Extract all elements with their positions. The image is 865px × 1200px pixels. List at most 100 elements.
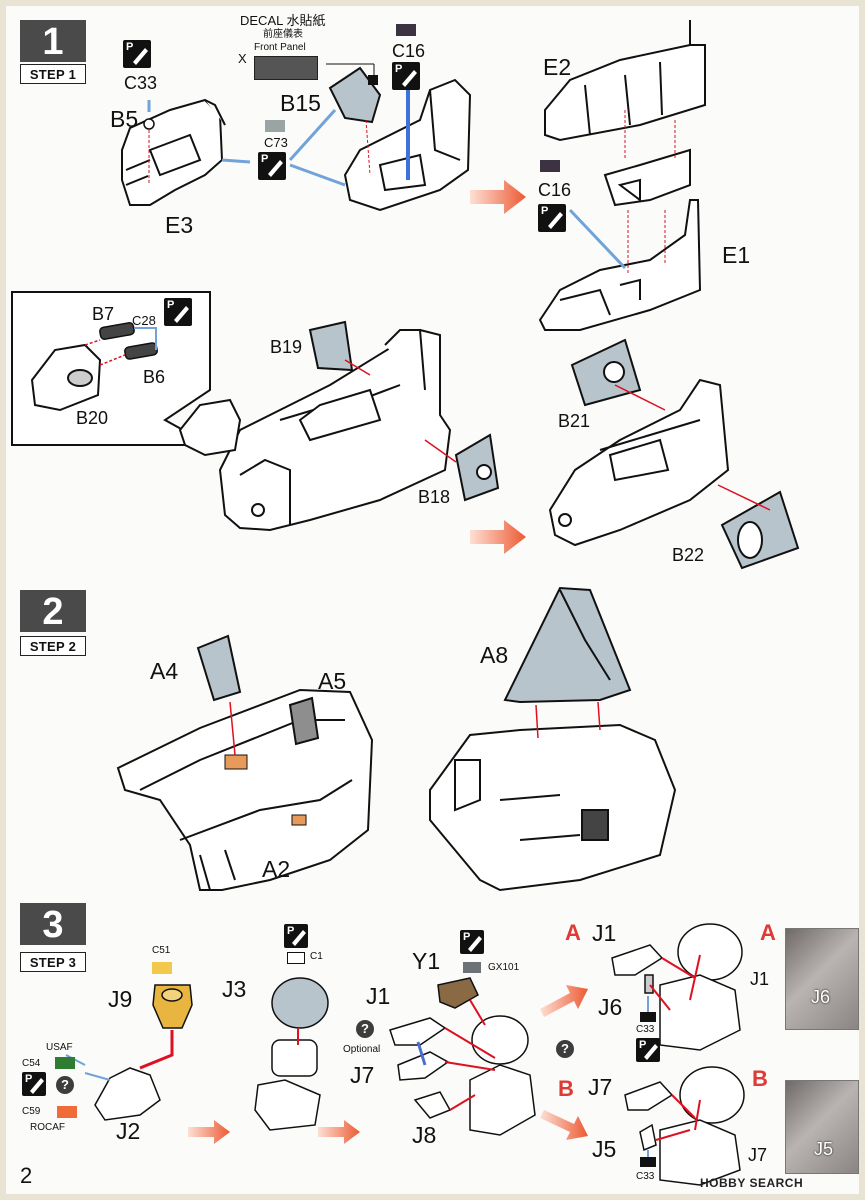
flow-arrow-variant-b	[540, 1110, 588, 1140]
paint-icon-c16-top: P	[392, 62, 420, 90]
label-y1: Y1	[412, 948, 441, 974]
front-panel-decal	[254, 56, 318, 80]
label-b20: B20	[76, 408, 109, 428]
decal-title: DECAL 水貼紙	[240, 13, 326, 28]
instruction-page	[6, 6, 859, 1194]
swatch-c59	[57, 1106, 77, 1118]
paint-icon-j2: P	[22, 1072, 46, 1096]
label-j1: J1	[366, 983, 391, 1009]
decal-name: Front Panel	[254, 42, 306, 53]
label-j1-variant-a: J1	[592, 920, 617, 946]
variant-b-marker: B	[558, 1076, 574, 1101]
label-j7: J7	[350, 1062, 375, 1088]
step-2-number: 2	[20, 590, 86, 633]
paint-icon-gx101: P	[460, 930, 484, 954]
decal-x-marker: X	[238, 51, 247, 66]
step-2-label: STEP 2	[20, 636, 86, 656]
paint-icon-c16-side: P	[538, 204, 566, 232]
brush-icon	[644, 1044, 658, 1060]
label-j2: J2	[116, 1118, 141, 1144]
optional-icon-variants: ?	[556, 1040, 574, 1058]
label-b15: B15	[280, 90, 321, 116]
label-c16-top: C16	[392, 41, 426, 61]
label-j7-variant-b: J7	[588, 1074, 613, 1100]
label-optional: Optional	[343, 1044, 381, 1055]
label-b18: B18	[418, 487, 451, 507]
paint-marker: P	[463, 931, 471, 943]
label-b22: B22	[672, 545, 705, 565]
flow-arrow-3	[188, 1120, 230, 1144]
label-c33-variant-b: C33	[636, 1171, 655, 1182]
label-j8: J8	[412, 1122, 437, 1148]
paint-marker: P	[126, 41, 134, 53]
label-b19: B19	[270, 337, 303, 357]
variant-a-marker: A	[565, 920, 581, 945]
brush-icon	[402, 70, 417, 87]
flow-arrow-4	[318, 1120, 360, 1144]
label-c59: C59	[22, 1106, 41, 1117]
label-j3: J3	[222, 976, 247, 1002]
paint-marker: P	[541, 205, 549, 217]
swatch-c73	[265, 120, 285, 132]
label-c33: C33	[124, 73, 158, 93]
paint-icon-c1: P	[284, 924, 308, 948]
brush-icon	[268, 160, 283, 177]
step-3-label: STEP 3	[20, 952, 86, 972]
paint-marker: P	[25, 1073, 33, 1085]
optional-icon-j2: ?	[56, 1076, 74, 1094]
label-c33-variant-a: C33	[636, 1024, 655, 1035]
brush-icon	[548, 212, 563, 229]
paint-icon-c28: P	[164, 298, 192, 326]
brush-icon	[292, 930, 306, 946]
swatch-c16-side	[540, 160, 560, 172]
flow-arrow-1	[470, 180, 526, 214]
optional-icon-j1: ?	[356, 1020, 374, 1038]
paint-marker: P	[639, 1039, 647, 1051]
label-e3: E3	[165, 212, 194, 238]
flow-arrow-variant-a	[540, 985, 588, 1017]
label-gx101: GX101	[488, 962, 520, 973]
step-3-number: 3	[20, 903, 86, 946]
photo-label-j7: J7	[748, 1145, 768, 1165]
swatch-c51	[152, 962, 172, 974]
reference-photo-variant-b: J5	[785, 1080, 859, 1174]
label-c54: C54	[22, 1058, 41, 1069]
label-b7: B7	[92, 304, 115, 324]
label-a4: A4	[150, 658, 179, 684]
label-a5: A5	[318, 668, 347, 694]
photo-variant-a-marker: A	[760, 920, 776, 945]
flow-arrow-2	[470, 520, 526, 554]
decal-subtitle: 前座儀表	[263, 29, 303, 40]
watermark: HOBBY SEARCH	[700, 1176, 804, 1190]
photo-variant-b-marker: B	[752, 1066, 768, 1091]
photo-label-j6: J6	[811, 987, 831, 1007]
paint-marker: P	[287, 925, 295, 937]
paint-marker: P	[261, 153, 269, 165]
label-j5: J5	[592, 1136, 617, 1162]
brush-icon	[174, 306, 189, 323]
swatch-gx101	[463, 962, 481, 973]
label-e2: E2	[543, 54, 572, 80]
label-j9: J9	[108, 986, 133, 1012]
photo-label-j5: J5	[814, 1139, 834, 1159]
step-1-number: 1	[20, 20, 86, 63]
label-rocaf: ROCAF	[30, 1122, 65, 1133]
paint-icon-c73: P	[258, 152, 286, 180]
label-b5: B5	[110, 106, 139, 132]
swatch-c1	[287, 952, 305, 964]
step-1-label: STEP 1	[20, 64, 86, 84]
label-a2: A2	[262, 856, 291, 882]
paint-marker: P	[167, 299, 175, 311]
label-c1: C1	[310, 951, 323, 962]
label-c51: C51	[152, 945, 171, 956]
swatch-c54	[55, 1057, 75, 1069]
paint-icon-c33: P	[123, 40, 151, 68]
label-c73: C73	[264, 135, 288, 150]
brush-icon	[468, 936, 482, 952]
photo-label-j1: J1	[750, 969, 770, 989]
label-usaf: USAF	[46, 1042, 73, 1053]
label-e1: E1	[722, 242, 751, 268]
label-j6: J6	[598, 994, 623, 1020]
label-c16-side: C16	[538, 180, 572, 200]
label-a8: A8	[480, 642, 509, 668]
